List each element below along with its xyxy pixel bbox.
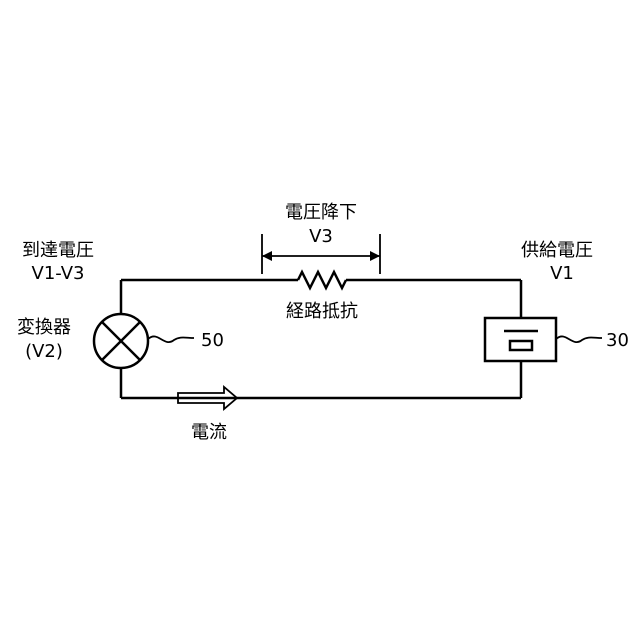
supply-voltage-value: V1	[550, 263, 574, 284]
arrival-voltage-title: 到達電圧	[22, 240, 94, 261]
converter-title: 変換器	[17, 317, 71, 338]
path-resistor	[298, 272, 346, 288]
arrival-voltage-value: V1-V3	[32, 263, 85, 284]
path-resistance-label: 経路抵抗	[286, 301, 358, 322]
voltage-drop-value: V3	[309, 226, 333, 247]
power-supply-icon	[485, 318, 556, 361]
converter-value: (V2)	[25, 341, 63, 362]
supply-ref-number: 30	[606, 330, 629, 351]
converter-lamp-icon	[94, 314, 148, 368]
converter-ref-number: 50	[201, 330, 224, 351]
converter-ref-leader	[148, 336, 194, 342]
voltage-drop-title: 電圧降下	[285, 202, 357, 223]
supply-ref-leader	[556, 336, 602, 342]
supply-voltage-title: 供給電圧	[521, 240, 593, 261]
current-label: 電流	[191, 422, 227, 443]
circuit-wires	[121, 280, 521, 398]
